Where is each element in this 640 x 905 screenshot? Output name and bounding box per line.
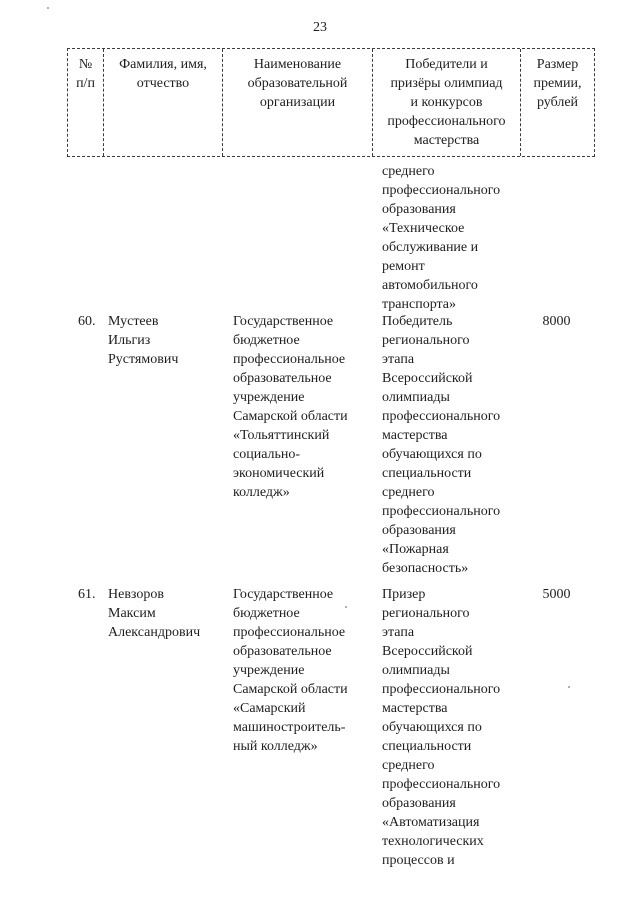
cell-number: 60. — [78, 314, 96, 329]
scan-artifact-dot — [345, 606, 347, 608]
cell-award: Победитель регионального этапа Всероссий… — [382, 314, 501, 576]
table-header-amount: Размер премии, рублей — [533, 57, 582, 110]
cell-number: 61. — [78, 587, 96, 602]
table-header-num: № п/п — [68, 49, 104, 156]
table-header-award: Победители и призёры олимпиад и конкурсо… — [373, 49, 521, 156]
cell-person-name: Невзоров Максим Александрович — [108, 587, 201, 640]
cell-amount: 8000 — [542, 314, 571, 329]
table-header-name: Фамилия, имя, отчество — [104, 49, 223, 156]
cell-organization: Государственное бюджетное профессиональн… — [233, 587, 348, 754]
cell-amount: 5000 — [542, 587, 571, 602]
cell-person-name: Мустеев Ильгиз Рустямович — [108, 314, 179, 367]
scan-artifact-dot — [47, 7, 49, 9]
table-header-row: № п/п Фамилия, имя, отчество Наименовани… — [67, 48, 595, 157]
cell-award: среднего профессионального образования «… — [382, 164, 501, 312]
cell-organization: Государственное бюджетное профессиональн… — [233, 314, 348, 500]
cell-award: Призер регионального этапа Всероссийской… — [382, 587, 501, 868]
page-number: 23 — [313, 20, 327, 35]
table-header-organization: Наименование образовательной организации — [223, 49, 373, 156]
scan-artifact-dot — [568, 686, 570, 688]
